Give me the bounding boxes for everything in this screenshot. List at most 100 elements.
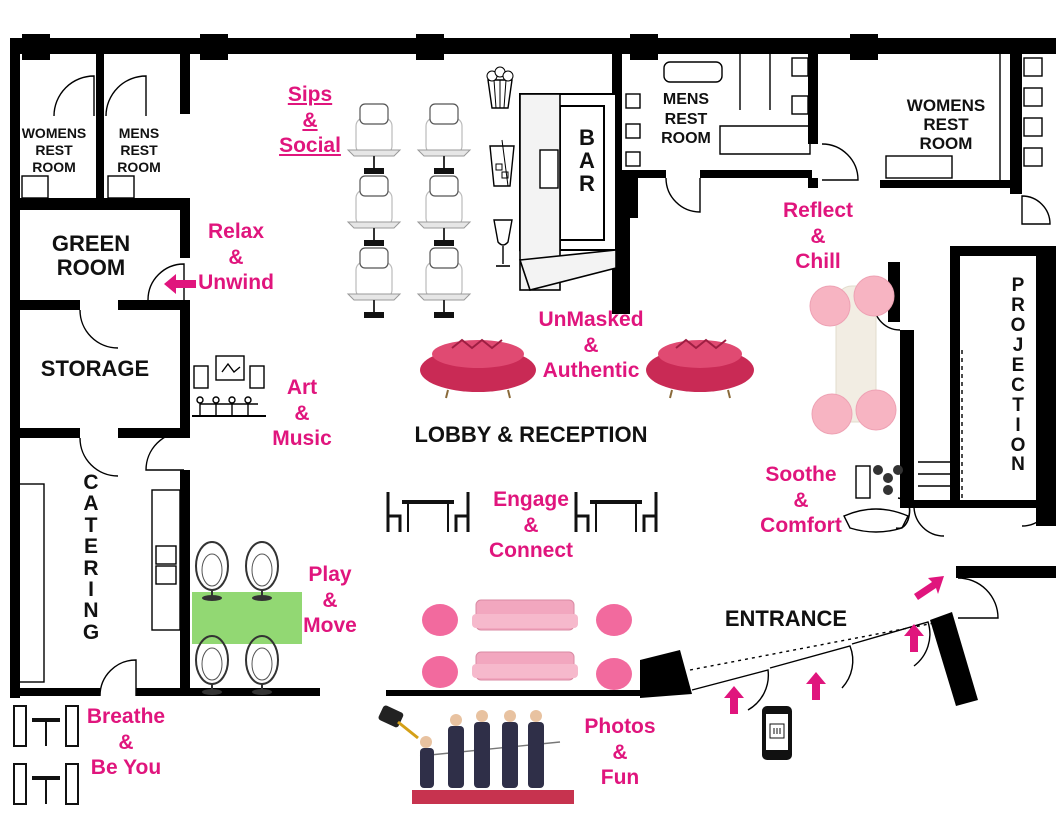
door-swing	[1021, 195, 1051, 225]
bistro-set	[13, 763, 79, 805]
outer-wall-top	[10, 38, 1056, 54]
door-swing	[105, 75, 147, 117]
photographer	[474, 722, 490, 788]
ear-icon	[895, 497, 911, 530]
vertical-letter: A	[579, 148, 595, 174]
bistro-set	[13, 705, 79, 747]
entrance-line	[689, 619, 951, 671]
reflect-chill-label: Reflect & Chill	[782, 199, 854, 274]
engage-connect-label: Engage & Connect	[489, 488, 573, 563]
wall	[622, 170, 666, 178]
vertical-letter: J	[1012, 334, 1024, 356]
vertical-letter: C	[83, 471, 99, 494]
wall	[20, 300, 80, 310]
vertical-letter: E	[83, 535, 98, 559]
wall	[640, 650, 692, 698]
jar-table	[346, 175, 402, 246]
vertical-letter: N	[1011, 454, 1025, 476]
round-sofa-left	[420, 338, 536, 399]
pouf	[422, 604, 458, 636]
bistro-tables	[13, 705, 79, 805]
unmasked-authentic-label: UnMasked & Authentic	[538, 308, 644, 383]
poufs	[422, 604, 632, 690]
vertical-letter: N	[83, 599, 99, 623]
toilet	[21, 175, 49, 199]
phone-scan-icon	[762, 706, 792, 760]
bar-counter	[518, 93, 617, 291]
womens-restroom-left-label: WOMENS REST ROOM	[21, 125, 87, 176]
wall	[900, 330, 914, 508]
photographer	[528, 722, 544, 788]
photographer	[420, 748, 434, 788]
sink	[885, 155, 953, 179]
wall	[900, 500, 950, 508]
vertical-letter: O	[1010, 434, 1026, 456]
pink-couch-top	[472, 599, 578, 631]
vertical-letter: G	[82, 620, 100, 644]
toilet	[1023, 147, 1043, 167]
vertical-letter: A	[83, 492, 99, 516]
vertical-letter: E	[1011, 354, 1025, 376]
door-swing	[145, 431, 185, 471]
wall	[118, 300, 190, 310]
art-gallery	[192, 355, 266, 417]
wall	[956, 566, 1056, 578]
popcorn-icon	[486, 66, 514, 109]
door-swing	[957, 577, 999, 619]
vanity	[719, 125, 811, 155]
photographer	[448, 726, 464, 788]
sink	[155, 545, 177, 565]
wall	[386, 690, 640, 696]
door-swing	[99, 659, 137, 697]
face-mask-icon	[843, 508, 909, 533]
pouf	[596, 658, 632, 690]
wall	[10, 688, 100, 696]
vertical-letter: B	[579, 125, 595, 150]
door-swing	[691, 669, 770, 711]
wall	[20, 198, 190, 210]
arrow-icon	[724, 686, 744, 714]
wall	[808, 54, 818, 144]
column	[630, 34, 658, 60]
egg-chair	[245, 635, 279, 695]
wall	[180, 54, 190, 114]
wall	[180, 300, 190, 432]
jar-table	[416, 103, 472, 174]
wall	[136, 688, 320, 696]
vertical-letter: I	[1015, 414, 1021, 436]
vertical-letter: T	[84, 513, 98, 537]
wall	[622, 178, 630, 314]
vertical-letter: R	[83, 556, 99, 580]
green-room-label: GREEN ROOM	[51, 231, 131, 281]
door-swing	[851, 621, 931, 667]
photographer	[502, 722, 518, 788]
mens-restroom-right-label: MENS REST ROOM	[661, 91, 711, 148]
cafe-tables	[386, 492, 658, 532]
counter	[13, 483, 45, 683]
breathe-be-you-label: Breathe & Be You	[86, 705, 166, 780]
door-swing	[821, 143, 859, 181]
door-swing	[1021, 495, 1053, 527]
photos-fun-label: Photos & Fun	[584, 715, 656, 790]
wall	[630, 178, 638, 218]
arrow-icon	[914, 576, 944, 600]
wall	[96, 54, 104, 204]
counter	[151, 489, 181, 631]
column	[850, 34, 878, 60]
column	[416, 34, 444, 60]
wall	[180, 470, 190, 690]
vertical-letter: T	[1012, 394, 1024, 416]
toilet	[107, 175, 135, 199]
jar-table	[346, 103, 402, 174]
drink-icon	[489, 139, 515, 187]
column	[200, 34, 228, 60]
wine-glass-icon	[493, 219, 513, 267]
egg-chair	[195, 635, 229, 695]
toilet	[1023, 87, 1043, 107]
round-sofa-right	[646, 338, 754, 399]
